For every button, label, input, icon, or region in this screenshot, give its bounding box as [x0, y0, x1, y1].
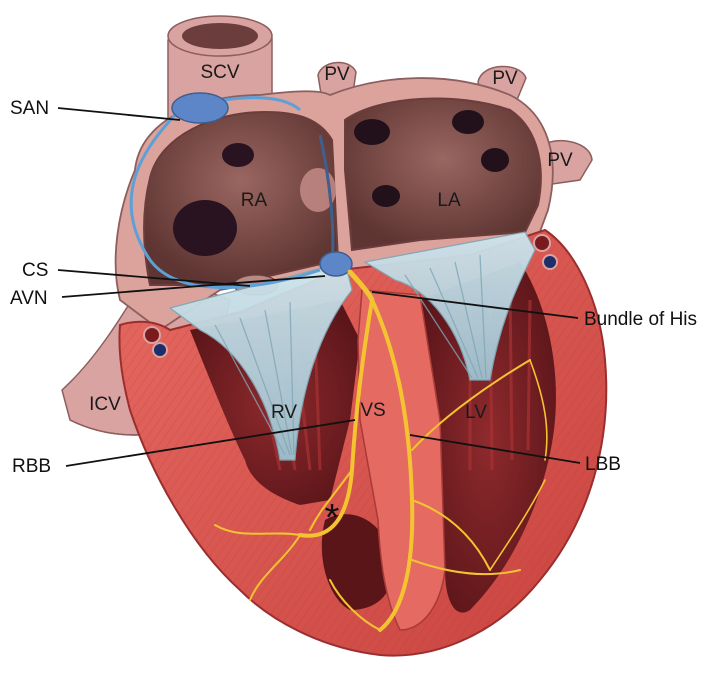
- bundle-of-his-label: Bundle of His: [584, 309, 697, 330]
- lbb-label: LBB: [585, 454, 621, 475]
- pv-label-3: PV: [547, 150, 573, 171]
- rv-label: RV: [271, 402, 297, 423]
- rbb-label: RBB: [12, 456, 51, 477]
- asterisk-marker: *: [325, 497, 340, 539]
- pv-label-2: PV: [492, 68, 518, 89]
- la-label: LA: [437, 190, 461, 211]
- lv-label: LV: [465, 402, 487, 423]
- cs-label: CS: [22, 260, 48, 281]
- san-leader: [58, 108, 180, 120]
- scv-label: SCV: [200, 62, 239, 83]
- pv-label-1: PV: [324, 64, 350, 85]
- vs-label: VS: [360, 400, 385, 421]
- avn-label: AVN: [10, 288, 48, 309]
- ra-label: RA: [241, 190, 268, 211]
- icv-label: ICV: [89, 394, 121, 415]
- san-label: SAN: [10, 98, 49, 119]
